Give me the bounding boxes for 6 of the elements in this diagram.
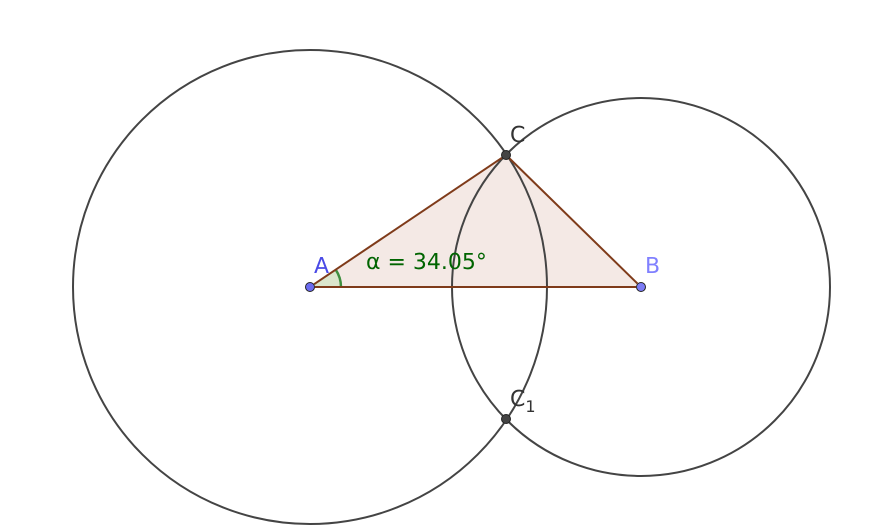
point-label: C (510, 123, 526, 149)
segment (314, 156, 502, 286)
point-label: A (314, 254, 330, 280)
segment (508, 158, 638, 284)
point-label: B (645, 254, 660, 280)
segment (315, 286, 636, 288)
